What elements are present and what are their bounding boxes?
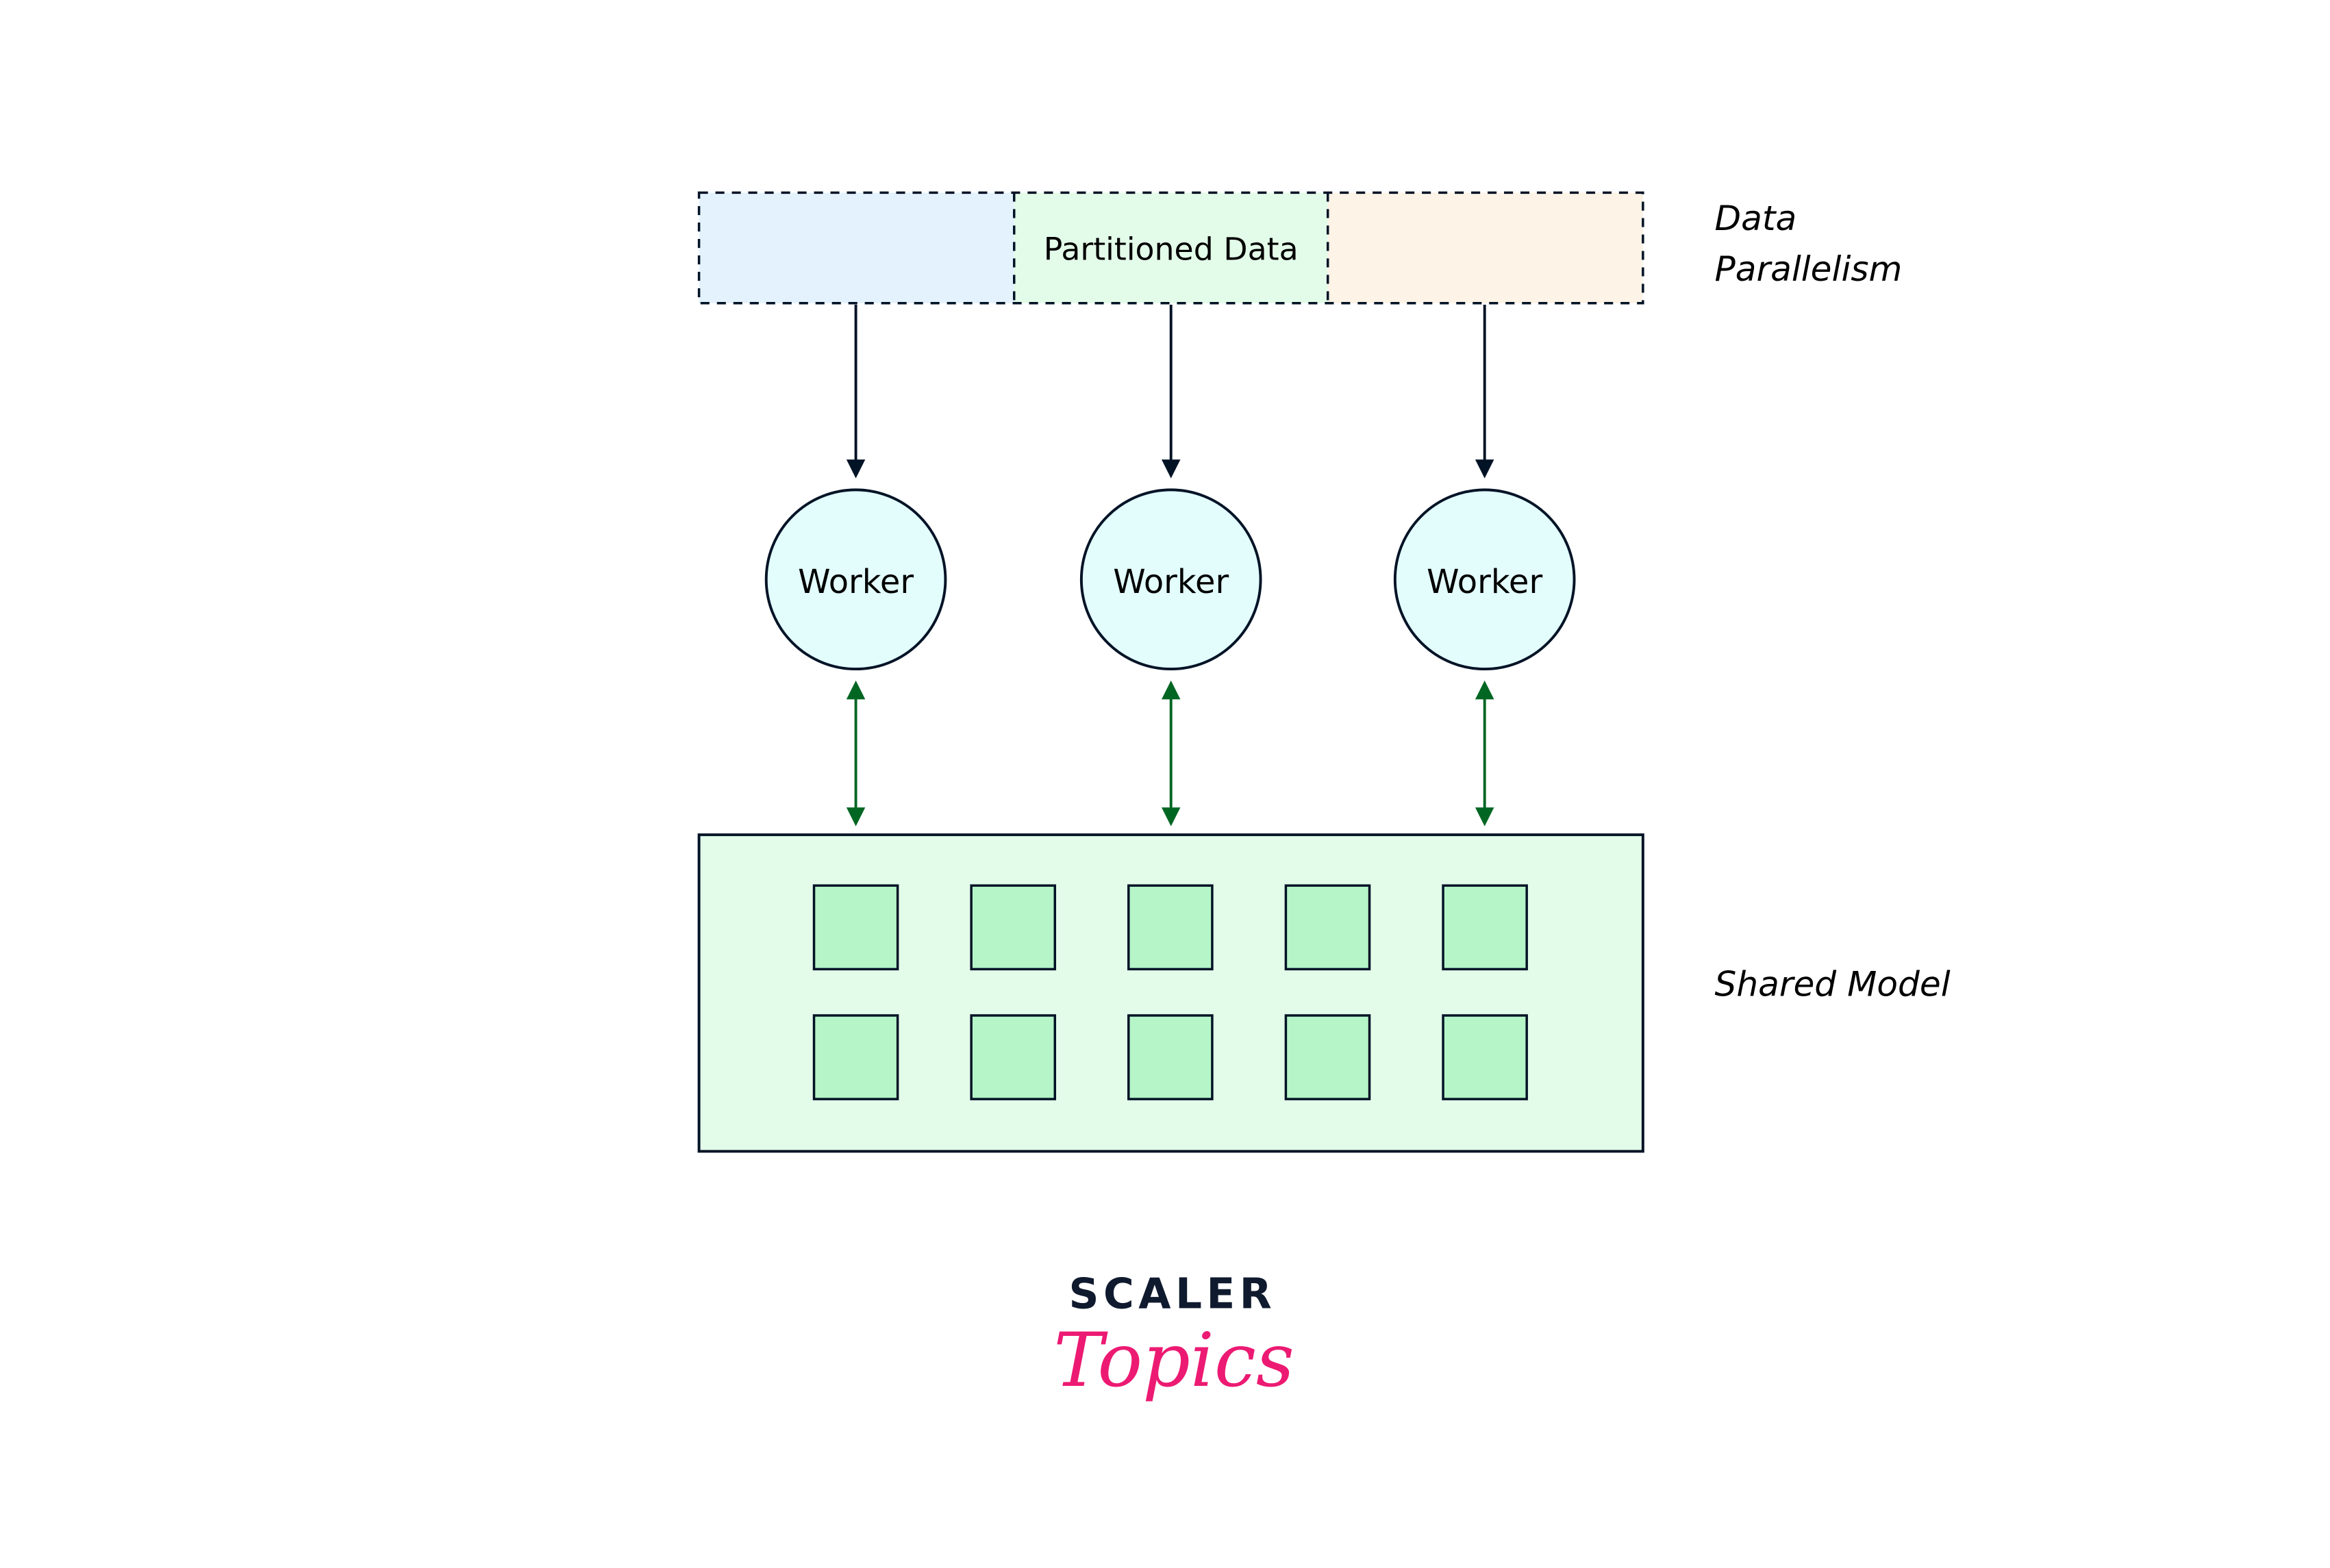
shared-model-box <box>697 833 1644 1153</box>
model-parameters <box>812 884 1528 1100</box>
model-parameter-cell <box>970 884 1057 971</box>
model-parameter-cell <box>1442 1014 1528 1100</box>
model-parameter-cell <box>812 1014 899 1100</box>
model-parameter-cell <box>970 1014 1057 1100</box>
model-parameter-cell <box>1127 884 1214 971</box>
model-parameter-cell <box>1284 884 1371 971</box>
workers: Worker Worker Worker <box>764 488 1576 671</box>
worker-label: Worker <box>1427 563 1542 601</box>
logo-sub: Topics <box>1053 1317 1294 1404</box>
sync-arrows <box>846 680 1494 826</box>
partition-1 <box>699 192 1014 303</box>
worker-2: Worker <box>1079 488 1262 671</box>
shared-model-label: Shared Model <box>1715 964 1951 1004</box>
worker-label: Worker <box>1113 563 1229 601</box>
logo-brand: SCALER <box>1068 1269 1276 1318</box>
worker-node <box>1079 488 1262 671</box>
side-labels: Data Parallelism Shared Model <box>1715 198 1951 1004</box>
data-arrows <box>846 304 1494 479</box>
worker-node <box>764 488 947 671</box>
data-parallelism-label-line1: Data <box>1715 198 1797 238</box>
scaler-topics-logo: SCALER Topics <box>1053 1269 1294 1403</box>
partitioned-data-label: Partitioned Data <box>1044 231 1299 268</box>
partition-2 <box>1014 192 1328 303</box>
worker-label: Worker <box>798 563 914 601</box>
worker-node <box>1393 488 1576 671</box>
worker-3: Worker <box>1393 488 1576 671</box>
data-parallelism-label-line2: Parallelism <box>1715 249 1903 289</box>
model-parameter-cell <box>1284 1014 1371 1100</box>
model-parameter-cell <box>1442 884 1528 971</box>
worker-1: Worker <box>764 488 947 671</box>
partitioned-data: Partitioned Data <box>697 191 1644 305</box>
shared-model <box>697 833 1644 1153</box>
model-parameter-cell <box>1127 1014 1214 1100</box>
partition-outline <box>697 191 1644 305</box>
partition-3 <box>1327 192 1643 303</box>
model-parameter-cell <box>812 884 899 971</box>
